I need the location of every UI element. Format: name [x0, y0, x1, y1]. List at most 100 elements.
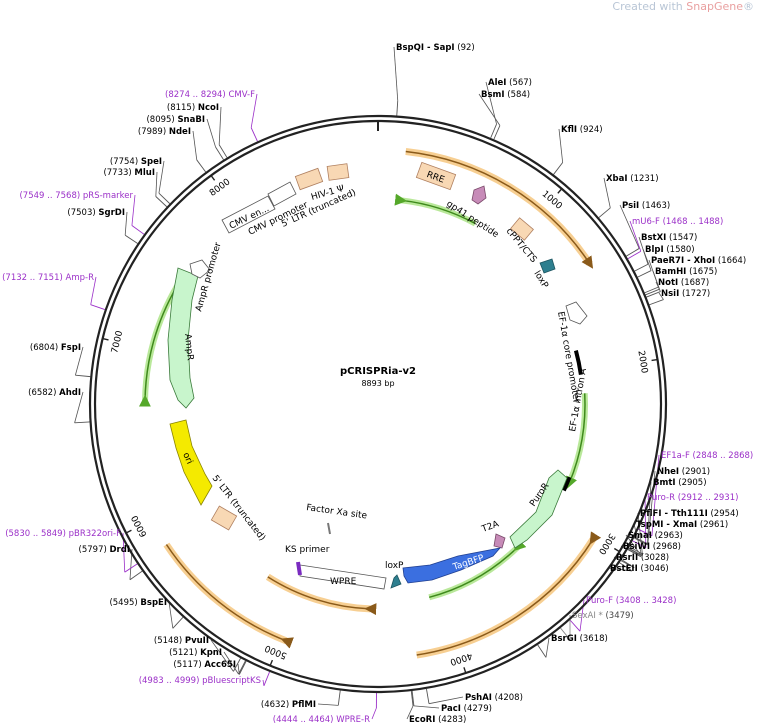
feature-loxp-top[interactable]: loxP [531, 258, 556, 291]
site-label[interactable]: (8274 .. 8294) CMV-F [165, 90, 255, 100]
site-label[interactable]: Puro-R (2912 .. 2931) [647, 493, 738, 503]
site-name: pRS-marker [83, 191, 134, 201]
site-label[interactable]: (5117) Acc65I [173, 660, 236, 670]
site-name: BamHI [655, 267, 686, 277]
site-label[interactable]: (7754) SpeI [110, 157, 162, 167]
site-label[interactable]: SmaI (2963) [628, 531, 683, 541]
feature-factor-xa-site[interactable]: Factor Xa site [306, 503, 368, 535]
site-label[interactable]: PshAI (4208) [465, 693, 523, 703]
site-label[interactable]: EcoRI (4283) [409, 715, 466, 725]
site-label[interactable]: PsiI (1463) [622, 201, 670, 211]
site-coord: (2954) [710, 509, 738, 519]
site-name: BsiWI [623, 542, 650, 552]
site-name: PacI [441, 704, 461, 714]
site-leader [168, 601, 174, 629]
site-label[interactable]: (5148) PvuII [154, 636, 209, 646]
site-label[interactable]: XbaI (1231) [606, 174, 659, 184]
site-label[interactable]: Puro-F (3408 .. 3428) [586, 596, 676, 606]
site-leader [413, 705, 440, 709]
feature-t2a-label: T2A [480, 519, 501, 535]
site-coord: (7733) [103, 168, 131, 178]
site-label[interactable]: (8095) SnaBI [146, 115, 205, 125]
site-tick [644, 286, 659, 294]
site-label[interactable]: TspMI - XmaI (2961) [636, 520, 728, 530]
site-name: TspMI - XmaI [636, 520, 697, 530]
site-label[interactable]: AleI (567) [488, 78, 532, 88]
site-label[interactable]: (8115) NcoI [167, 103, 219, 113]
site-tick [634, 263, 649, 272]
site-label[interactable]: mU6-F (1468 .. 1488) [632, 217, 723, 227]
site-label[interactable]: KflI (924) [561, 125, 603, 135]
tick-mark [651, 358, 658, 362]
feature-t2a[interactable]: T2A [480, 519, 506, 549]
site-label[interactable]: BsrGI (3618) [551, 634, 608, 644]
site-leader [603, 177, 611, 208]
site-name: SnaBI [177, 115, 205, 125]
site-tick [131, 225, 145, 235]
site-label[interactable]: (6804) FspI [30, 343, 81, 353]
site-label[interactable]: (4632) PflMI [261, 700, 316, 710]
site-name: SgrDI [98, 208, 125, 218]
feature-ampr[interactable]: AmpR [167, 267, 199, 409]
site-label[interactable]: (7733) MluI [103, 168, 155, 178]
site-tick [410, 691, 414, 707]
site-label[interactable]: (4983 .. 4999) pBluescriptKS [139, 676, 261, 686]
site-label[interactable]: NsiI (1727) [661, 289, 710, 299]
feature-ori-label: ori [180, 451, 194, 466]
site-label[interactable]: BamHI (1675) [655, 267, 717, 277]
site-label[interactable]: (5495) BspEI [109, 598, 167, 608]
site-name: AleI [488, 78, 506, 88]
site-label[interactable]: SexAI * (3479) [572, 611, 634, 621]
feature-rre[interactable]: RRE [415, 161, 457, 191]
site-label[interactable]: (6582) AhdI [28, 388, 81, 398]
site-label[interactable]: NotI (1687) [658, 278, 709, 288]
tick-label: 4000 [448, 650, 473, 667]
site-label[interactable]: (5121) KpnI [169, 648, 222, 658]
feature-tagbfp[interactable]: TagBFP [402, 547, 502, 584]
feature-ltr-5-truncated-bottom[interactable]: 5' LTR (truncated) [210, 474, 267, 543]
site-label[interactable]: BsiWI (2968) [623, 542, 681, 552]
backbone-thick-segment [562, 476, 572, 492]
site-label[interactable]: (4444 .. 4464) WPRE-R [273, 715, 370, 725]
site-label[interactable]: BspQI - SapI (92) [396, 43, 475, 53]
feature-loxp-bottom[interactable]: loxP [385, 561, 404, 589]
site-leader [223, 651, 239, 675]
site-label[interactable]: (7549 .. 7568) pRS-marker [19, 191, 133, 201]
site-label[interactable]: (7503) SgrDI [67, 208, 125, 218]
site-label[interactable]: (7989) NdeI [138, 127, 191, 137]
site-coord: (1580) [666, 245, 694, 255]
site-label[interactable]: (5830 .. 5849) pBR322ori-F [5, 529, 121, 539]
tick-mark [269, 659, 274, 666]
site-leader [250, 93, 258, 128]
site-label[interactable]: BstEII (3046) [610, 564, 669, 574]
site-label[interactable]: BlpI (1580) [645, 245, 695, 255]
site-name: PflMI [292, 700, 316, 710]
feature-puror[interactable]: PuroR [509, 469, 568, 549]
site-label[interactable]: RsrII (3028) [616, 553, 669, 563]
site-coord: (1468 .. 1488) [663, 217, 724, 227]
site-coord: (2848 .. 2868) [693, 451, 754, 461]
site-label[interactable]: BstXI (1547) [641, 233, 697, 243]
feature-loxp-bottom-label: loxP [385, 561, 404, 571]
feature-ampr-label: AmpR [182, 333, 195, 361]
site-name: BlpI [645, 245, 664, 255]
site-label[interactable]: BmtI (2905) [653, 478, 707, 488]
site-label[interactable]: (5797) DrdI [79, 545, 130, 555]
feature-cppt-cts[interactable]: cPPT/CTS [504, 217, 539, 265]
site-label[interactable]: PflFI - Tth111I (2954) [640, 509, 739, 519]
feature-ks-primer[interactable]: KS primer [285, 545, 330, 576]
site-coord: (7549 .. 7568) [19, 191, 80, 201]
site-label[interactable]: BsmI (584) [481, 90, 530, 100]
site-label[interactable]: EF1a-F (2848 .. 2868) [661, 451, 753, 461]
site-label[interactable]: NheI (2901) [657, 467, 710, 477]
site-label[interactable]: PacI (4279) [441, 704, 492, 714]
site-coord: (4279) [464, 704, 492, 714]
site-label[interactable]: PaeR7I - XhoI (1664) [651, 256, 746, 266]
site-tick [215, 146, 224, 160]
site-tick [124, 234, 138, 244]
credit-prefix: Created with [612, 0, 687, 13]
site-label[interactable]: (7132 .. 7151) Amp-R [2, 273, 94, 283]
feature-ori[interactable]: ori [169, 419, 213, 506]
feature-wpre[interactable]: WPRE [299, 564, 387, 590]
site-coord: (8115) [167, 103, 195, 113]
